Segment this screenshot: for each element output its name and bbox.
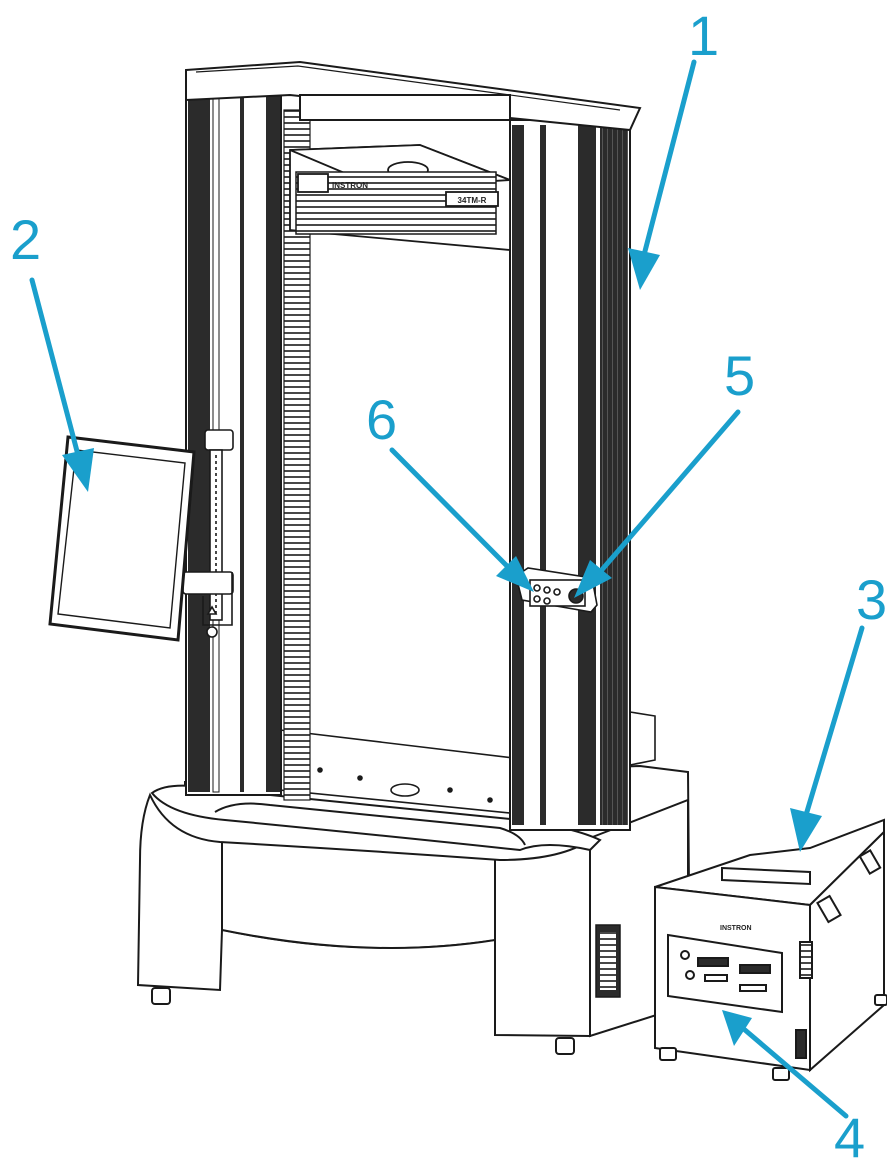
callout-arrow-2 xyxy=(29,277,81,458)
callout-arrowhead-5 xyxy=(574,560,612,598)
crosshead-brand: INSTRON xyxy=(332,181,368,190)
callout-label-1: 1 xyxy=(688,4,720,67)
top-frame xyxy=(185,60,642,132)
callout-arrowhead-1 xyxy=(628,248,660,290)
load-frame-base xyxy=(136,764,692,1055)
callout-arrow-1 xyxy=(641,59,697,258)
callout-arrowhead-6 xyxy=(496,556,534,592)
controller-brand: INSTRON xyxy=(720,925,752,932)
callout-arrow-4 xyxy=(742,1027,849,1119)
callout-arrow-3 xyxy=(803,625,865,818)
callout-label-3: 3 xyxy=(856,568,887,631)
callout-label-6: 6 xyxy=(366,388,398,451)
crosshead xyxy=(289,144,511,251)
callout-arrow-6 xyxy=(389,447,511,570)
callout-arrows xyxy=(29,59,865,1119)
controller-unit xyxy=(654,818,887,1081)
rear-box xyxy=(629,711,656,766)
right-column xyxy=(509,119,631,831)
control-panel xyxy=(515,567,598,613)
callout-label-2: 2 xyxy=(10,208,42,271)
callout-arrowhead-4 xyxy=(722,1010,752,1046)
crosshead-model-tag: 34TM-R xyxy=(458,196,487,205)
callout-arrowhead-3 xyxy=(790,808,822,852)
base-fan-grille xyxy=(595,924,621,998)
callout-arrowhead-2 xyxy=(62,448,94,492)
limit-stop-rod xyxy=(182,429,234,638)
callout-label-4: 4 xyxy=(834,1106,866,1169)
callout-label-5: 5 xyxy=(724,344,756,407)
callout-arrow-5 xyxy=(597,409,741,575)
